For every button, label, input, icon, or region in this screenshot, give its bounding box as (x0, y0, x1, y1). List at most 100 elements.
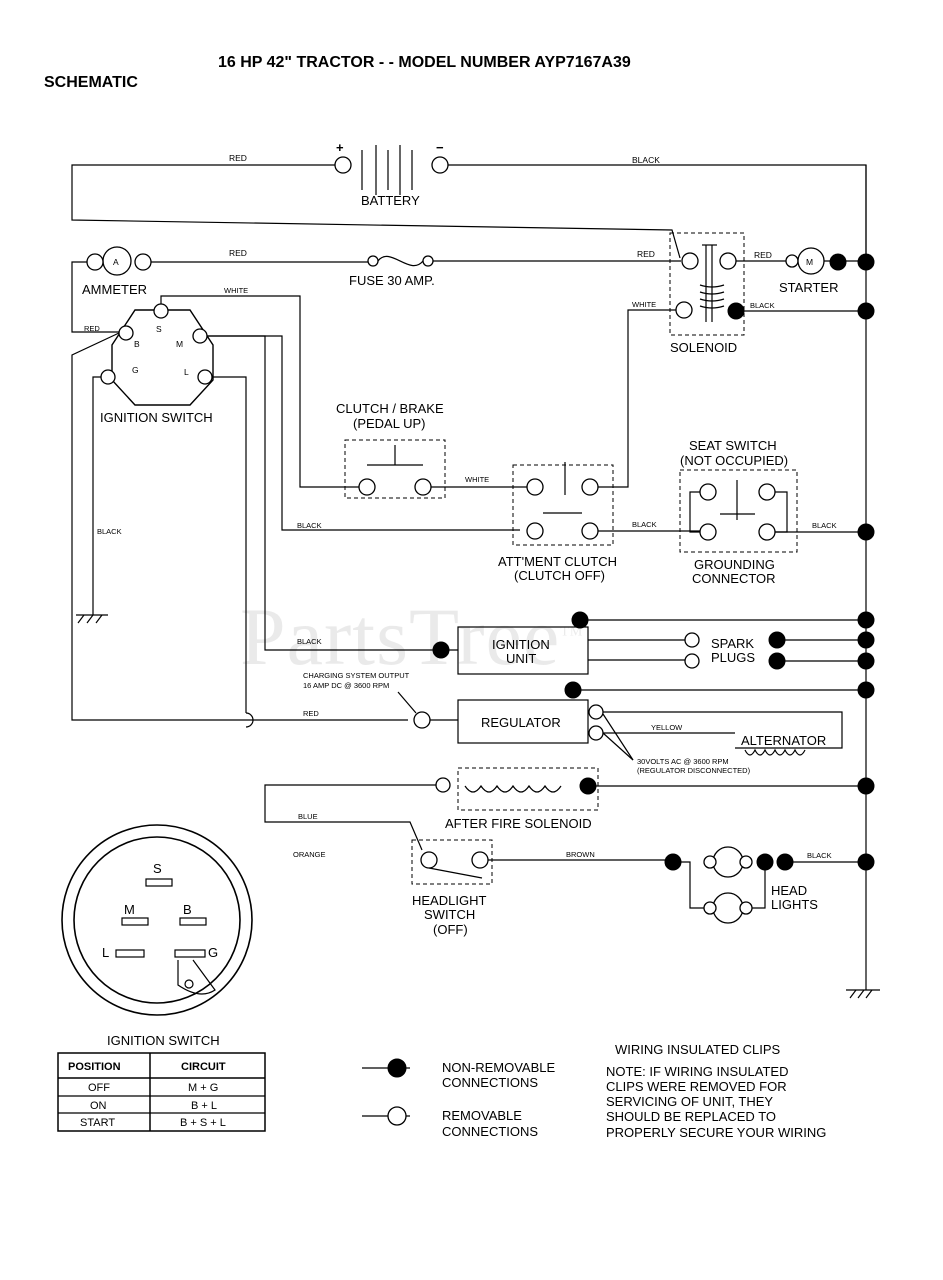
svg-text:HEADLIGHT: HEADLIGHT (412, 893, 486, 908)
svg-text:BLACK: BLACK (750, 301, 775, 310)
page-title: 16 HP 42" TRACTOR - - MODEL NUMBER AYP71… (218, 54, 631, 71)
svg-text:CONNECTIONS: CONNECTIONS (442, 1075, 538, 1090)
svg-text:CHARGING SYSTEM OUTPUT: CHARGING SYSTEM OUTPUT (303, 671, 410, 680)
svg-text:WHITE: WHITE (632, 300, 656, 309)
svg-text:(NOT OCCUPIED): (NOT OCCUPIED) (680, 453, 788, 468)
clutch-brake-switch: CLUTCH / BRAKE (PEDAL UP) (336, 401, 446, 499)
svg-text:BLACK: BLACK (297, 637, 322, 646)
svg-text:SWITCH: SWITCH (424, 907, 475, 922)
svg-text:PLUGS: PLUGS (711, 650, 755, 665)
battery: + − BATTERY (334, 140, 449, 208)
svg-text:(REGULATOR DISCONNECTED): (REGULATOR DISCONNECTED) (637, 766, 751, 775)
svg-text:BLUE: BLUE (298, 812, 318, 821)
solenoid-label: SOLENOID (670, 340, 737, 355)
svg-text:G: G (208, 945, 218, 960)
svg-text:RED: RED (754, 250, 772, 260)
regulator: REGULATOR (413, 681, 604, 744)
svg-text:ALTERNATOR: ALTERNATOR (741, 733, 826, 748)
svg-text:BLACK: BLACK (807, 851, 832, 860)
svg-text:(PEDAL UP): (PEDAL UP) (353, 416, 425, 431)
ignition-switch-label: IGNITION SWITCH (100, 410, 213, 425)
battery-minus: − (436, 140, 444, 155)
svg-text:RED: RED (637, 249, 655, 259)
svg-text:NOTE: IF WIRING INSULATED: NOTE: IF WIRING INSULATED (606, 1064, 789, 1079)
svg-text:CLUTCH / BRAKE: CLUTCH / BRAKE (336, 401, 444, 416)
svg-text:NON-REMOVABLE: NON-REMOVABLE (442, 1060, 555, 1075)
svg-text:SEAT SWITCH: SEAT SWITCH (689, 438, 777, 453)
svg-text:WHITE: WHITE (465, 475, 489, 484)
ammeter: A AMMETER (82, 246, 152, 297)
spark-plugs: SPARK PLUGS (684, 631, 786, 670)
solenoid: SOLENOID (669, 232, 745, 355)
legend: NON-REMOVABLE CONNECTIONS REMOVABLE CONN… (362, 1058, 555, 1139)
svg-text:LIGHTS: LIGHTS (771, 897, 818, 912)
svg-text:RED: RED (229, 248, 247, 258)
svg-text:RED: RED (84, 324, 100, 333)
starter-label: STARTER (779, 280, 838, 295)
svg-text:AFTER FIRE SOLENOID: AFTER FIRE SOLENOID (445, 816, 592, 831)
seat-switch: SEAT SWITCH (NOT OCCUPIED) GROUNDING CON… (679, 438, 798, 586)
svg-text:WIRING INSULATED CLIPS: WIRING INSULATED CLIPS (615, 1042, 781, 1057)
svg-text:B + S + L: B + S + L (180, 1117, 226, 1129)
svg-text:M: M (176, 339, 183, 349)
svg-text:L: L (184, 367, 189, 377)
svg-text:PROPERLY SECURE YOUR WIRING: PROPERLY SECURE YOUR WIRING (606, 1125, 826, 1140)
svg-text:SERVICING OF UNIT, THEY: SERVICING OF UNIT, THEY (606, 1094, 773, 1109)
svg-text:IGNITION: IGNITION (492, 637, 550, 652)
svg-text:YELLOW: YELLOW (651, 723, 683, 732)
svg-text:SPARK: SPARK (711, 636, 754, 651)
ammeter-label: AMMETER (82, 282, 147, 297)
svg-text:GROUNDING: GROUNDING (694, 557, 775, 572)
svg-text:30VOLTS AC @ 3600 RPM: 30VOLTS AC @ 3600 RPM (637, 757, 729, 766)
ground-symbol-right (846, 989, 880, 999)
ignition-unit: IGNITION UNIT (457, 611, 589, 675)
svg-text:OFF: OFF (88, 1082, 110, 1094)
svg-text:REGULATOR: REGULATOR (481, 715, 561, 730)
svg-text:BLACK: BLACK (297, 521, 322, 530)
wire-label-red: RED (229, 153, 247, 163)
head-lights: HEAD LIGHTS (664, 846, 818, 924)
after-fire-solenoid: AFTER FIRE SOLENOID (435, 767, 599, 831)
svg-text:IGNITION SWITCH: IGNITION SWITCH (107, 1033, 220, 1048)
ignition-switch-face: S M B L G (61, 824, 253, 1016)
svg-text:A: A (113, 257, 119, 267)
starter: M STARTER (779, 247, 875, 295)
wire-label-black: BLACK (632, 155, 660, 165)
svg-text:(CLUTCH OFF): (CLUTCH OFF) (514, 568, 605, 583)
svg-text:ATT'MENT CLUTCH: ATT'MENT CLUTCH (498, 554, 617, 569)
svg-text:START: START (80, 1117, 115, 1129)
svg-text:G: G (132, 365, 139, 375)
svg-text:M + G: M + G (188, 1082, 218, 1094)
svg-text:16 AMP DC @ 3600 RPM: 16 AMP DC @ 3600 RPM (303, 681, 389, 690)
battery-plus: + (336, 140, 344, 155)
svg-text:BLACK: BLACK (632, 520, 657, 529)
watermark: PartsTreeTM (240, 591, 584, 682)
headlight-switch: HEADLIGHT SWITCH (OFF) (411, 839, 493, 937)
svg-text:HEAD: HEAD (771, 883, 807, 898)
svg-text:ORANGE: ORANGE (293, 850, 326, 859)
fuse-label: FUSE 30 AMP. (349, 273, 435, 288)
svg-text:CONNECTOR: CONNECTOR (692, 571, 776, 586)
ground-symbol-left (76, 614, 108, 624)
svg-text:RED: RED (303, 709, 319, 718)
svg-text:BLACK: BLACK (812, 521, 837, 530)
svg-text:BROWN: BROWN (566, 850, 595, 859)
alternator: YELLOW ALTERNATOR 30VOLTS AC @ 3600 RPM … (602, 711, 843, 775)
svg-text:M: M (806, 257, 813, 267)
svg-text:M: M (124, 902, 135, 917)
fuse: FUSE 30 AMP. (349, 255, 435, 288)
svg-text:S: S (153, 861, 162, 876)
svg-text:BLACK: BLACK (97, 527, 122, 536)
svg-text:CLIPS WERE REMOVED FOR: CLIPS WERE REMOVED FOR (606, 1079, 787, 1094)
svg-text:S: S (156, 324, 162, 334)
svg-text:B + L: B + L (191, 1100, 217, 1112)
svg-text:(OFF): (OFF) (433, 922, 468, 937)
svg-text:CIRCUIT: CIRCUIT (181, 1061, 226, 1073)
svg-text:CONNECTIONS: CONNECTIONS (442, 1124, 538, 1139)
svg-text:UNIT: UNIT (506, 651, 536, 666)
svg-text:L: L (102, 945, 109, 960)
svg-text:POSITION: POSITION (68, 1061, 121, 1073)
svg-text:B: B (134, 339, 140, 349)
svg-text:WHITE: WHITE (224, 286, 248, 295)
